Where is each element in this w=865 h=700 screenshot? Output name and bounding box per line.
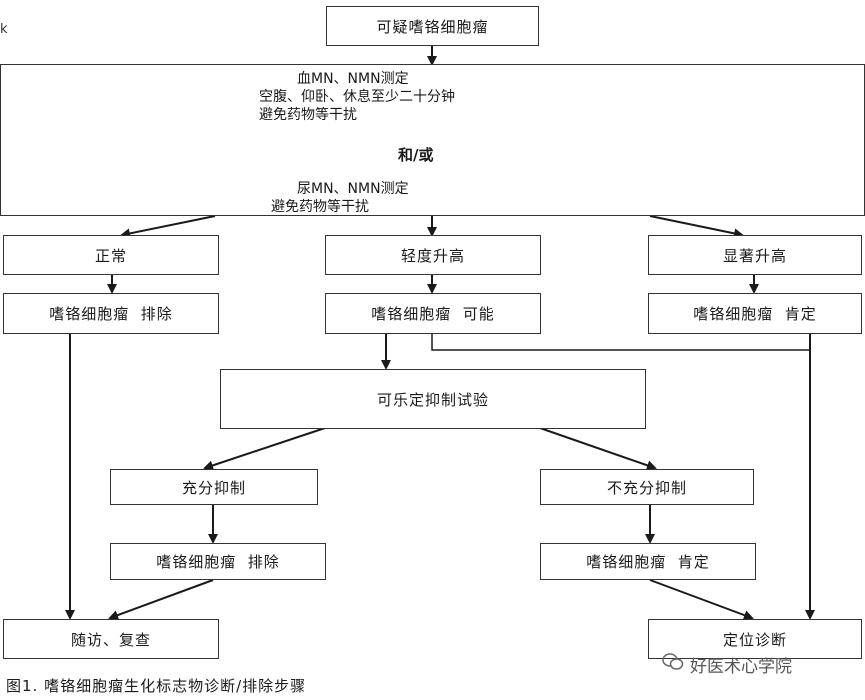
confirmed-after-test-label: 嗜铬细胞瘤 肯定 [586,553,710,571]
figure-caption: 图1. 嗜铬细胞瘤生化标志物诊断/排除步骤 [6,677,307,695]
blood-test-line2: 空腹、仰卧、休息至少二十分钟 [259,89,455,105]
arrow-clonidine-to-incomplete [539,427,657,471]
urine-test-line2: 避免药物等干扰 [271,199,369,215]
localization-label: 定位诊断 [722,630,787,649]
excluded-after-test-label: 嗜铬细胞瘤 排除 [156,553,280,571]
mild-elevation-box: 轻度升高 [325,235,541,275]
edge-mark: k [0,22,8,37]
arrow-tests-to-normal [120,215,216,239]
arrow-clonidine-to-full [203,427,326,471]
clonidine-test-box: 可乐定抑制试验 [220,369,646,429]
arrow-confirmed2-to-localization [649,579,754,620]
full-suppression-label: 充分抑制 [181,478,246,497]
marked-elevation-box: 显著升高 [648,235,862,275]
arrow-excluded2-to-followup [108,579,214,620]
followup-box: 随访、复查 [3,619,219,659]
wechat-icon [662,653,684,676]
urine-test-line1: 尿MN、NMN测定 [297,181,409,197]
full-suppression-box: 充分抑制 [110,469,318,505]
incomplete-suppression-box: 不充分抑制 [540,469,754,505]
tests-box: 血MN、NMN测定 空腹、仰卧、休息至少二十分钟 避免药物等干扰 和/或 尿MN… [0,64,865,216]
and-or-label: 和/或 [398,146,434,164]
followup-label: 随访、复查 [70,630,151,649]
possible-box: 嗜铬细胞瘤 可能 [325,293,541,334]
normal-box: 正常 [3,235,219,275]
start-label: 可疑嗜铬细胞瘤 [376,17,489,36]
excluded-box: 嗜铬细胞瘤 排除 [3,293,219,334]
watermark: 好医术心学院 [662,652,792,677]
confirmed-box: 嗜铬细胞瘤 肯定 [648,293,862,334]
watermark-text: 好医术心学院 [690,657,792,677]
localization-box: 定位诊断 [648,619,862,659]
line-possible-to-right [431,334,810,351]
incomplete-suppression-label: 不充分抑制 [606,478,687,497]
normal-label: 正常 [94,246,127,265]
confirmed-label: 嗜铬细胞瘤 肯定 [693,305,817,323]
start-box: 可疑嗜铬细胞瘤 [326,6,539,46]
confirmed-after-test-box: 嗜铬细胞瘤 肯定 [540,543,756,580]
excluded-after-test-box: 嗜铬细胞瘤 排除 [110,543,326,580]
blood-test-line1: 血MN、NMN测定 [297,71,409,87]
mild-elevation-label: 轻度升高 [400,246,465,265]
blood-test-line3: 避免药物等干扰 [259,107,357,123]
clonidine-test-label: 可乐定抑制试验 [376,390,489,409]
marked-elevation-label: 显著升高 [722,246,787,265]
excluded-label: 嗜铬细胞瘤 排除 [49,305,173,323]
arrow-tests-to-marked [649,215,744,239]
possible-label: 嗜铬细胞瘤 可能 [371,305,495,323]
